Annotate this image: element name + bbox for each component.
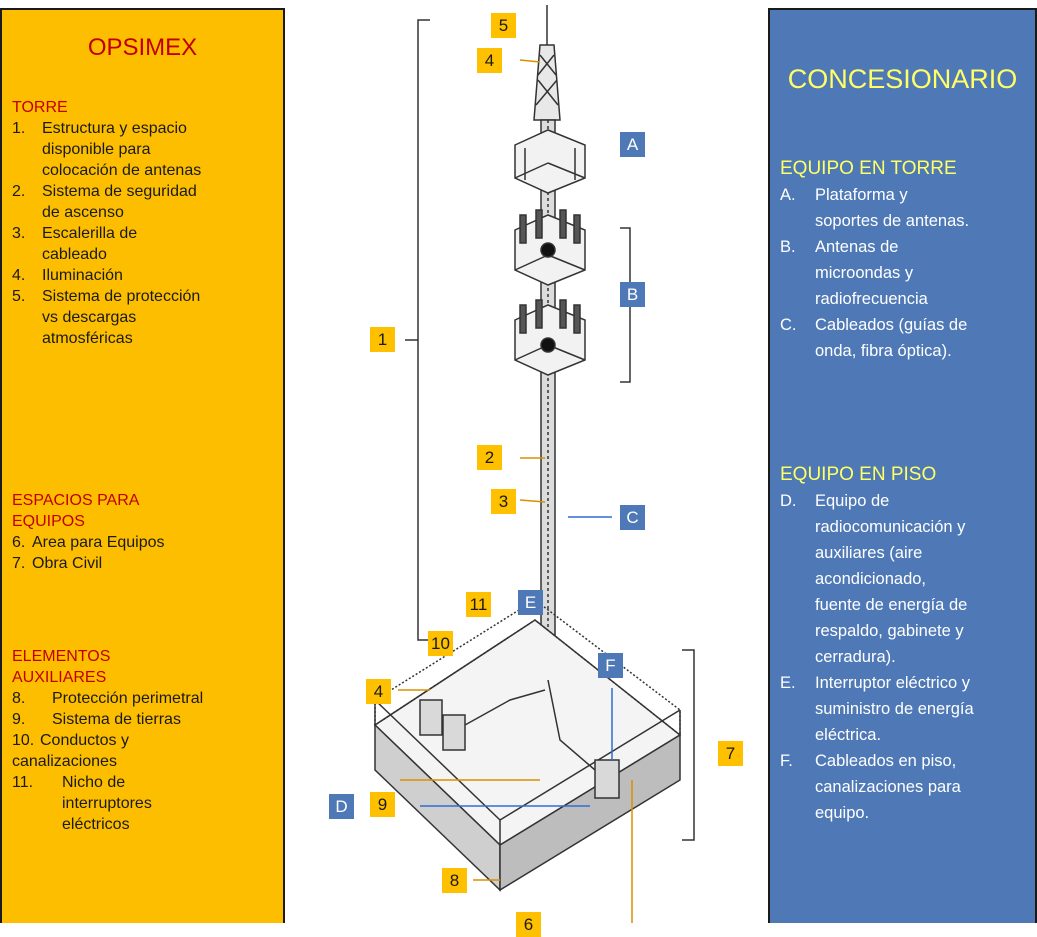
opsimex-title: OPSIMEX [87, 34, 198, 61]
list-item: canalizaciones [12, 753, 117, 770]
tag-1: 1 [370, 327, 395, 352]
concesionario-panel: CONCESIONARIO EQUIPO EN TORRE A.Platafor… [768, 8, 1037, 923]
tag-11: 11 [466, 592, 491, 617]
pointer-3 [519, 499, 546, 503]
tag-4-top: 4 [477, 48, 502, 73]
tag-6: 6 [516, 912, 541, 937]
concesionario-title: CONCESIONARIO [787, 64, 1018, 94]
tag-9: 9 [370, 792, 395, 817]
list-item: 7.Obra Civil [12, 555, 103, 572]
tag-D: D [329, 794, 354, 819]
tag-C: C [620, 505, 645, 530]
list-item: 10.Conductos y [12, 732, 129, 749]
tag-7: 7 [718, 741, 743, 766]
tag-F: F [598, 653, 623, 678]
tag-4-ground: 4 [366, 679, 391, 704]
platform-top [514, 129, 586, 194]
tag-10: 10 [428, 631, 453, 656]
tag-3: 3 [491, 489, 516, 514]
tag-2: 2 [477, 445, 502, 470]
tag-A: A [620, 132, 645, 157]
platform-lower [514, 299, 586, 376]
tag-8: 8 [442, 868, 467, 893]
section-heading: TORRE [12, 99, 68, 116]
upper-mast [533, 44, 561, 121]
pointer-4a [519, 59, 541, 63]
tag-5: 5 [491, 13, 516, 38]
list-item: 4.Iluminación [12, 267, 123, 284]
tag-B: B [620, 282, 645, 307]
list-item: 8.Protección perimetral [12, 690, 204, 707]
section-heading: EQUIPO EN TORRE [780, 158, 957, 179]
list-item: 6.Area para Equipos [12, 534, 165, 551]
fenced-compound [373, 599, 682, 892]
list-item: 9.Sistema de tierras [12, 711, 181, 728]
platform-middle [514, 209, 586, 286]
tag-E: E [518, 590, 543, 615]
section-heading: EQUIPO EN PISO [780, 464, 937, 485]
